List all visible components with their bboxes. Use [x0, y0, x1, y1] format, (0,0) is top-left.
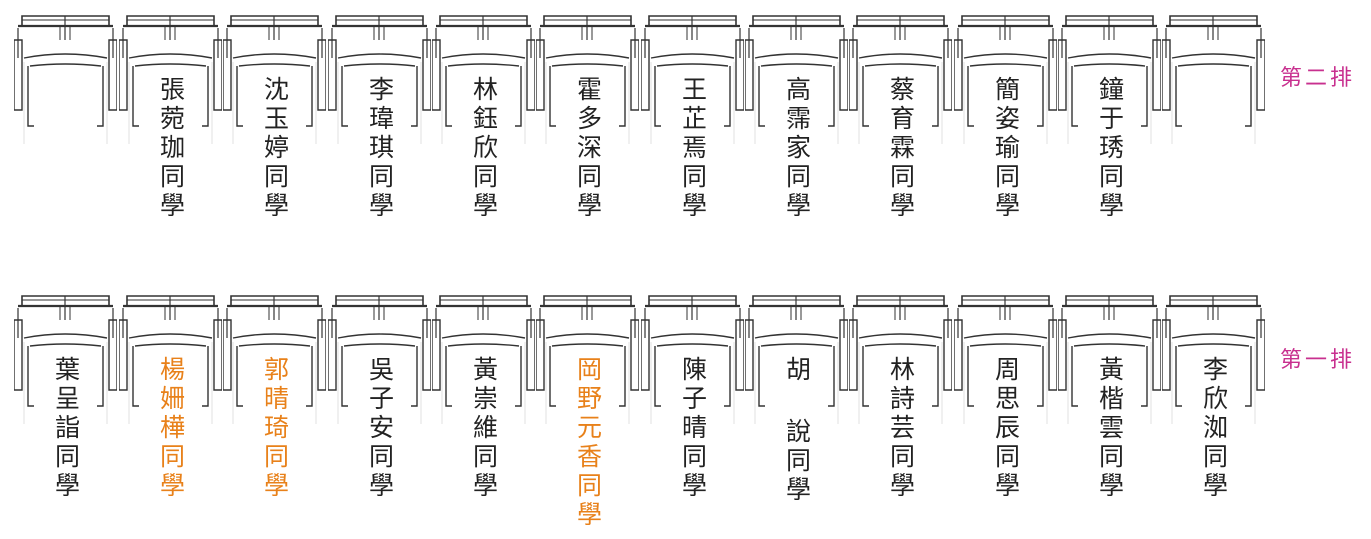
- seat: 王芷焉同學: [641, 14, 744, 221]
- seat-icon: [223, 295, 326, 424]
- student-name: 葉呈詣同學: [51, 356, 81, 501]
- seat: 李欣洳同學: [1162, 294, 1265, 501]
- seat: 張菀珈同學: [119, 14, 222, 221]
- student-name: 霍多深同學: [573, 76, 603, 221]
- seat-icon: [536, 295, 639, 424]
- seat: 楊姍樺同學: [119, 294, 222, 501]
- seat-label-wrap: 胡 說同學: [745, 356, 848, 505]
- row-label: 第一排: [1280, 348, 1356, 373]
- seat-label-wrap: 鐘于琇同學: [1058, 76, 1161, 221]
- student-name: 鐘于琇同學: [1095, 76, 1125, 221]
- row-label: 第二排: [1280, 66, 1356, 91]
- student-name: 黃楷雲同學: [1095, 356, 1125, 501]
- seat: 周思辰同學: [954, 294, 1057, 501]
- seat-label-wrap: 楊姍樺同學: [119, 356, 222, 501]
- seat-label-wrap: 霍多深同學: [536, 76, 639, 221]
- student-name: 王芷焉同學: [678, 76, 708, 221]
- seat-label-wrap: 高霈家同學: [745, 76, 848, 221]
- student-name: 吳子安同學: [365, 356, 395, 501]
- seat-icon: [328, 295, 431, 424]
- seat: 沈玉婷同學: [223, 14, 326, 221]
- seat: [1162, 14, 1265, 144]
- seat-icon: [954, 295, 1057, 424]
- student-name: 李欣洳同學: [1199, 356, 1229, 501]
- seat-icon: [745, 15, 848, 144]
- student-name: 郭晴琦同學: [260, 356, 290, 501]
- seat-label-wrap: 李瑋琪同學: [328, 76, 431, 221]
- seat: 林鈺欣同學: [432, 14, 535, 221]
- seat-label-wrap: 林詩芸同學: [849, 356, 952, 501]
- seat-label-wrap: 陳子晴同學: [641, 356, 744, 501]
- seat-label-wrap: 葉呈詣同學: [14, 356, 117, 501]
- seat: 高霈家同學: [745, 14, 848, 221]
- seat: 李瑋琪同學: [328, 14, 431, 221]
- student-name: 周思辰同學: [991, 356, 1021, 501]
- seat: 葉呈詣同學: [14, 294, 117, 501]
- student-name: 黃崇維同學: [469, 356, 499, 501]
- student-name: 張菀珈同學: [156, 76, 186, 221]
- seat-label-wrap: 黃楷雲同學: [1058, 356, 1161, 501]
- seat-icon: [432, 295, 535, 424]
- seat-icon: [536, 15, 639, 144]
- seat: 岡野元香同學: [536, 294, 639, 530]
- seat-icon: [1058, 15, 1161, 144]
- seat: 胡 說同學: [745, 294, 848, 505]
- seat-label-wrap: 林鈺欣同學: [432, 76, 535, 221]
- seat-icon: [432, 15, 535, 144]
- student-name: 岡野元香同學: [573, 356, 603, 530]
- seat-icon: [849, 295, 952, 424]
- seat: 郭晴琦同學: [223, 294, 326, 501]
- seat: 霍多深同學: [536, 14, 639, 221]
- seat-icon: [14, 295, 117, 424]
- seat-label-wrap: 黃崇維同學: [432, 356, 535, 501]
- seat-icon: [745, 295, 848, 424]
- seat-icon: [1058, 295, 1161, 424]
- student-name: 林詩芸同學: [886, 356, 916, 501]
- student-name: 簡姿瑜同學: [991, 76, 1021, 221]
- seat-icon: [1162, 15, 1265, 144]
- student-name: 蔡育霖同學: [886, 76, 916, 221]
- seat-icon: [119, 295, 222, 424]
- seat-icon: [119, 15, 222, 144]
- row-2: 第二排 張菀珈同學 沈玉婷同學: [0, 0, 1371, 260]
- seat-icon: [14, 15, 117, 144]
- seat-label-wrap: 張菀珈同學: [119, 76, 222, 221]
- seat: 黃崇維同學: [432, 294, 535, 501]
- student-name: 陳子晴同學: [678, 356, 708, 501]
- student-name: 胡 說同學: [782, 356, 812, 505]
- seat: 簡姿瑜同學: [954, 14, 1057, 221]
- student-name: 李瑋琪同學: [365, 76, 395, 221]
- seat: 黃楷雲同學: [1058, 294, 1161, 501]
- seat-label-wrap: 蔡育霖同學: [849, 76, 952, 221]
- seat: 陳子晴同學: [641, 294, 744, 501]
- seat-icon: [641, 295, 744, 424]
- seat: 林詩芸同學: [849, 294, 952, 501]
- seat: [14, 14, 117, 144]
- seat-icon: [849, 15, 952, 144]
- seat-label-wrap: 岡野元香同學: [536, 356, 639, 530]
- seat-icon: [954, 15, 1057, 144]
- seat-icon: [1162, 295, 1265, 424]
- seat: 蔡育霖同學: [849, 14, 952, 221]
- student-name: 沈玉婷同學: [260, 76, 290, 221]
- seat-label-wrap: 郭晴琦同學: [223, 356, 326, 501]
- seat: 鐘于琇同學: [1058, 14, 1161, 221]
- seat-icon: [641, 15, 744, 144]
- seat-label-wrap: 簡姿瑜同學: [954, 76, 1057, 221]
- seat-label-wrap: 吳子安同學: [328, 356, 431, 501]
- seat: 吳子安同學: [328, 294, 431, 501]
- seat-icon: [223, 15, 326, 144]
- student-name: 楊姍樺同學: [156, 356, 186, 501]
- seat-label-wrap: 王芷焉同學: [641, 76, 744, 221]
- seat-label-wrap: 沈玉婷同學: [223, 76, 326, 221]
- seat-label-wrap: 周思辰同學: [954, 356, 1057, 501]
- seat-label-wrap: 李欣洳同學: [1162, 356, 1265, 501]
- student-name: 高霈家同學: [782, 76, 812, 221]
- student-name: 林鈺欣同學: [469, 76, 499, 221]
- row-1: 第一排 葉呈詣同學 楊姍樺同學 郭晴琦同學: [0, 280, 1371, 539]
- seat-icon: [328, 15, 431, 144]
